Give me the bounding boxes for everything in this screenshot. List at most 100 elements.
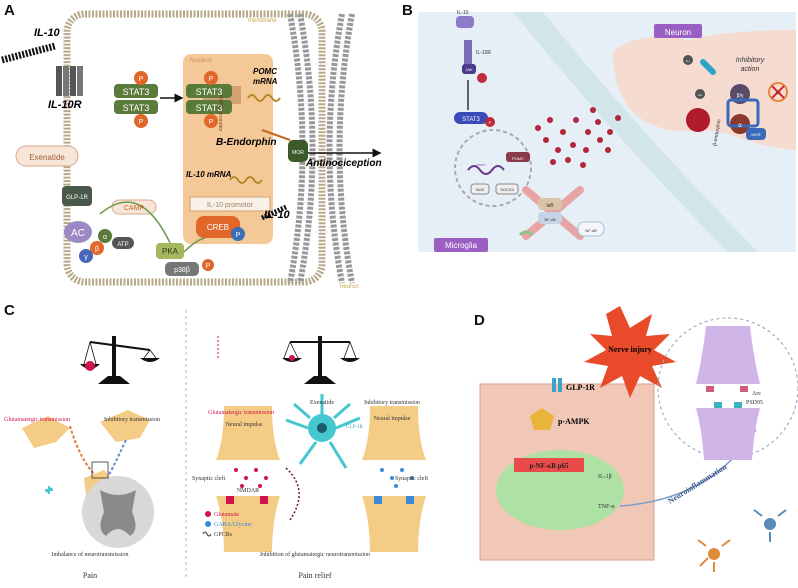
bcl3-b (470, 183, 490, 195)
mor-b (726, 98, 760, 128)
cytokine-b (518, 230, 534, 237)
synapse-right (362, 406, 426, 552)
d-nerve-injury: Nerve injury (608, 345, 652, 354)
ion2-b (695, 89, 705, 99)
stat3-box-1 (114, 84, 158, 98)
a-pomc-mrna-2: mRNA (253, 77, 278, 86)
c-inhib-left: Inhibitory transmission (104, 417, 160, 423)
stat3-box-2 (114, 100, 158, 114)
c-cleft-2: Synaptic cleft (395, 475, 428, 482)
legend-gpcr-icon (202, 531, 212, 537)
c-cleft-1: Synaptic cleft (192, 475, 225, 482)
c-nmdar: NMDAR (237, 488, 259, 494)
microglia-tag (434, 238, 488, 252)
a-g-gamma: γ (84, 254, 88, 261)
b-pomc: POMC (512, 156, 524, 161)
c-legend-glu: Glutamate (214, 512, 239, 518)
phospho-4 (204, 114, 218, 128)
glp1r-receptor (62, 186, 92, 206)
a-p-3: P (209, 76, 214, 83)
nfkb-out-b (577, 221, 605, 237)
a-stat3-4: STAT3 (196, 103, 223, 113)
mor-receptor (288, 140, 308, 162)
b-ca: Ca (698, 93, 702, 97)
a-il10: IL-10 (34, 27, 61, 39)
panel-c: Glutamatergic transmission Inhibitory tr… (0, 300, 440, 583)
b-bendorphin: β-endorphin (712, 119, 723, 147)
a-pomc-mrna-1: POMC (253, 67, 277, 76)
glp1r-d (552, 378, 562, 392)
a-exenatide: Exenatide (29, 153, 65, 162)
a-atp: ATP (117, 242, 128, 248)
camp-pka-path (99, 201, 171, 244)
p38b-box (165, 262, 199, 276)
il10-ligand (1, 42, 56, 64)
d-arc: Arc (752, 391, 761, 397)
panel-c-diagram: Glutamatergic transmission Inhibitory tr… (4, 310, 428, 580)
pomc-mrna-squiggle (247, 94, 281, 102)
ac-b (768, 82, 788, 102)
jak-b (462, 64, 476, 74)
astro-small (45, 486, 53, 494)
il10r-receptor (56, 66, 83, 96)
c-exenatide: Exenatide (310, 400, 334, 406)
panel-b-letter: B (402, 2, 413, 19)
neuron-shape (613, 30, 796, 150)
g-beta (90, 241, 104, 255)
ikb-b (538, 198, 562, 210)
pampk-icon (530, 408, 554, 430)
camp-pill (111, 199, 157, 215)
b-by: β/γ (737, 93, 744, 99)
pnfkb-box (514, 458, 584, 472)
balance-right (282, 336, 360, 384)
cell-membrane (63, 10, 326, 286)
a-g-beta: β (95, 246, 99, 253)
d-neuroinflammation: Neuroinflammation (666, 462, 728, 506)
a-il10-promotor: IL-10 promotor (207, 202, 254, 209)
a-pomc-promotor: POMC promotor (217, 95, 223, 132)
panel-a-letter: A (4, 2, 15, 19)
a-membrane: membrane (248, 18, 277, 24)
legend-glu-dot (205, 511, 211, 517)
c-legend-gaba: GABA/Glycine (214, 522, 252, 528)
inhibit-line (285, 467, 300, 521)
glutamate-dots (234, 468, 268, 488)
b-ac: AC (775, 90, 781, 95)
a-g-alpha: α (103, 234, 107, 241)
panel-b: IL-10 IL-10R JAK STAT3 P Neuron Inhibito… (398, 0, 798, 290)
pomc-b (506, 152, 530, 162)
il10-ligand-b (456, 16, 474, 28)
panel-d-letter: D (474, 312, 485, 329)
microglia-d (697, 509, 787, 572)
a-il10-mrna: IL-10 mRNA (186, 170, 232, 179)
spinal-cord (82, 476, 154, 548)
d-tnfa: TNF-α (598, 504, 615, 510)
b-il10: IL-10 (457, 10, 469, 16)
a-stat3-2: STAT3 (123, 103, 150, 113)
a-nucleus: Nucleus (190, 58, 212, 64)
b-il10r: IL-10R (476, 50, 491, 56)
socs3-b (495, 183, 519, 195)
b-nfkb: NF-κB (544, 217, 556, 222)
legend-gaba-dot (205, 521, 211, 527)
a-neuron: neuron (340, 284, 359, 290)
a-stat3-3: STAT3 (196, 87, 223, 97)
a-antinociception: Antinociception (305, 158, 382, 169)
nucleus-b (454, 129, 532, 207)
panel-a: MOR IL-10 IL-10R membrane Nucleus STAT3 … (0, 0, 395, 290)
phospho-1 (134, 71, 148, 85)
d-psd95: PSD95 (746, 400, 763, 406)
b-stat3: STAT3 (462, 117, 480, 123)
g-alpha (98, 229, 112, 243)
b-socs3: SOCS3 (500, 187, 514, 192)
c-neural-1: Neural impulse (226, 422, 263, 428)
mor-tag-b (746, 128, 766, 140)
a-il10-out: IL-10 (264, 209, 291, 221)
panel-d-diagram: Nerve injury GLP-1R p-AMPK p-NF-κB p65 I… (479, 306, 798, 572)
il10-promotor-box (189, 196, 271, 212)
il10-out-ligand (260, 204, 288, 221)
ac-enzyme (64, 221, 92, 243)
c-glp1r: GLP-1R (346, 425, 364, 430)
b-nfkb2: NF-κB (585, 228, 597, 233)
a-creb: CREB (207, 223, 229, 232)
